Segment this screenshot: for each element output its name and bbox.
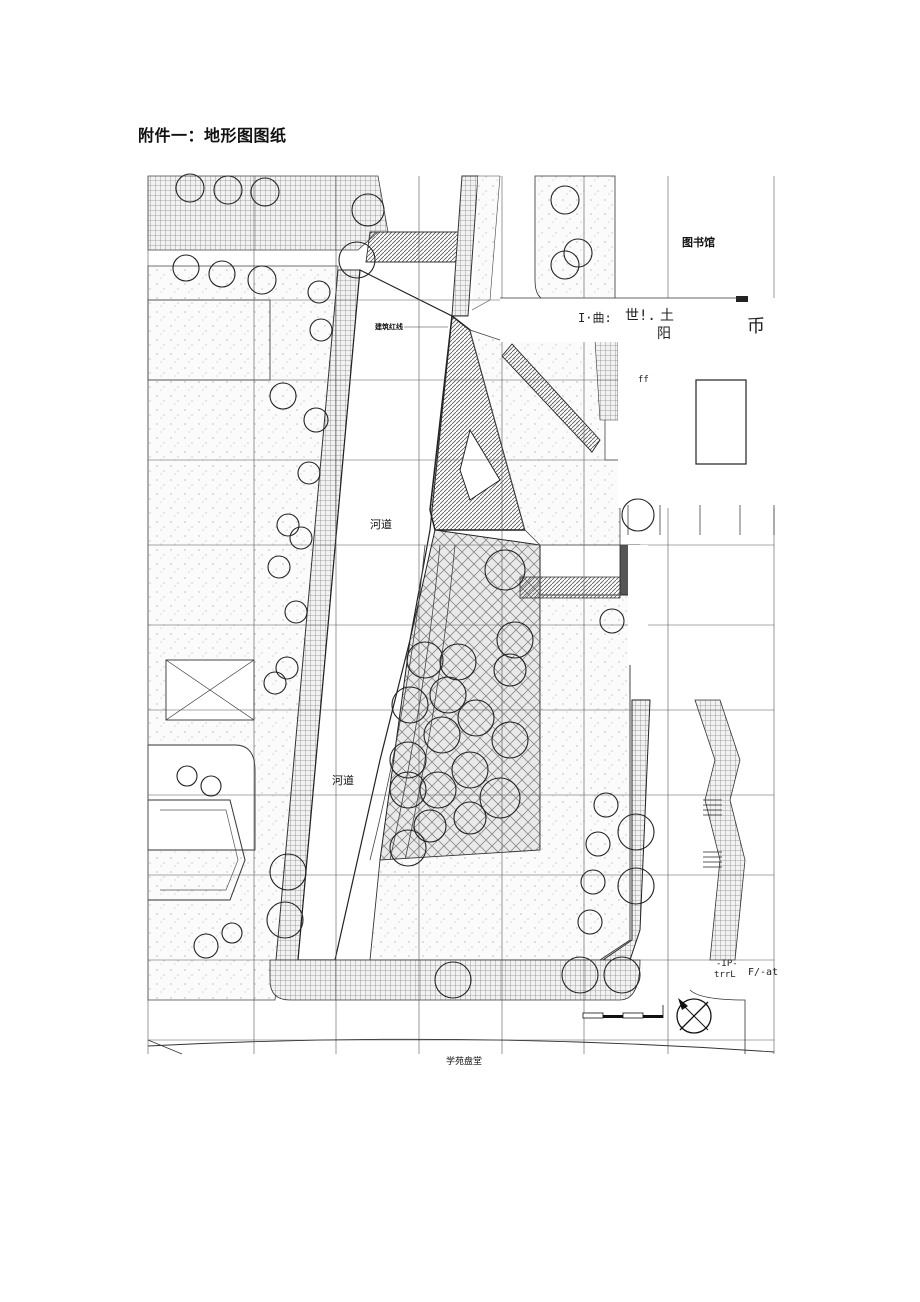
ocr-fragment-2: 世!. bbox=[625, 308, 656, 324]
library-label: 图书馆 bbox=[682, 235, 715, 249]
drawing-grid-lines bbox=[147, 176, 775, 1054]
building-outline-3 bbox=[147, 744, 256, 851]
ocr-fragment-4: 阳 bbox=[657, 326, 671, 342]
roof-outline bbox=[148, 799, 246, 901]
ocr-fragment-3: 土 bbox=[660, 308, 674, 324]
building-red-line-label: 建筑红线 bbox=[375, 322, 403, 331]
library-area bbox=[534, 175, 616, 301]
ocr-fragment-5: 币 bbox=[747, 316, 765, 337]
ocr-fragment-8: -IP- bbox=[716, 959, 738, 969]
document-title: 附件一：地形图图纸 bbox=[138, 126, 287, 145]
river-label-upper: 河道 bbox=[370, 517, 392, 531]
east-bridge bbox=[519, 576, 621, 599]
river-label-lower: 河道 bbox=[332, 773, 354, 787]
diagonal-walkway-right bbox=[451, 175, 479, 317]
ocr-fragment-7: F/-at bbox=[748, 967, 778, 978]
ocr-fragment-1: I·曲: bbox=[578, 311, 612, 325]
stepped-terraces bbox=[429, 314, 526, 531]
bottom-street-label: 学苑盘堂 bbox=[446, 1055, 482, 1067]
compass-north-icon bbox=[676, 998, 712, 1034]
scale-bar-icon bbox=[582, 1005, 664, 1019]
tree-canopies bbox=[172, 173, 655, 999]
ocr-fragment-9: trrL bbox=[714, 970, 736, 980]
ocr-fragment-6: ff bbox=[638, 375, 649, 385]
